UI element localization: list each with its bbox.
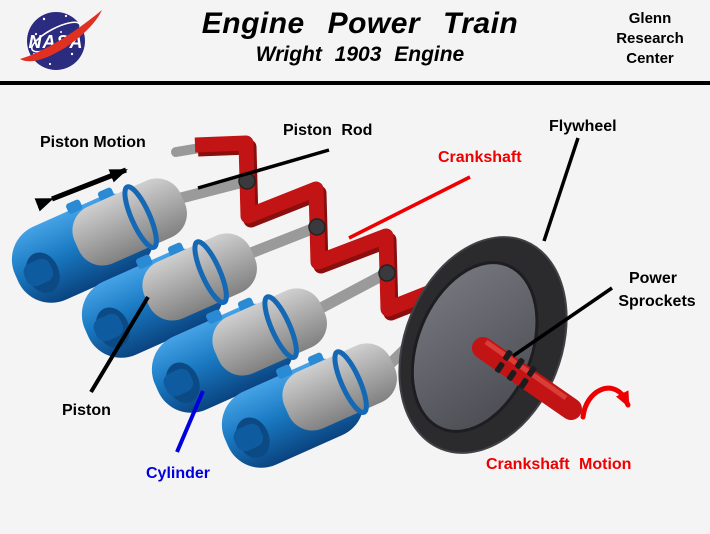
crankshaft-leader: [348, 175, 471, 240]
engine-diagram: Piston Motion Piston Rod Crankshaft Flyw…: [0, 118, 696, 482]
piston-rod-leader: [197, 148, 330, 190]
power-sprockets-shape: [494, 349, 537, 389]
header: NASA Engine Power Train Wright 1903 Engi…: [0, 0, 710, 85]
label-piston-rod: Piston Rod: [283, 122, 372, 139]
org-line-2: Research: [616, 30, 684, 47]
org-line-3: Center: [626, 50, 674, 67]
piston-rod-2: [245, 221, 323, 259]
label-power-sprockets-line2: Sprockets: [618, 293, 695, 310]
piston-motion-arrow: [34, 167, 128, 212]
org-name: Glenn Research Center: [604, 9, 696, 69]
crankshaft-motion-arrow: [580, 385, 631, 420]
nasa-logo: NASA: [20, 10, 102, 70]
power-sprockets-leader: [512, 286, 613, 358]
label-power-sprockets-line1: Power: [629, 270, 677, 287]
org-line-1: Glenn: [628, 10, 672, 27]
piston-leader: [89, 295, 150, 394]
flywheel-leader: [542, 137, 580, 242]
cylinder-leader: [175, 390, 205, 453]
output-shaft: [472, 337, 582, 420]
leader-lines: [89, 137, 613, 453]
piston-rod-1: [175, 175, 253, 204]
page-title: Engine Power Train: [201, 7, 519, 40]
label-cylinder: Cylinder: [146, 465, 210, 482]
label-piston-motion: Piston Motion: [40, 134, 146, 151]
nasa-meatball-icon: NASA: [20, 10, 102, 70]
label-piston: Piston: [62, 402, 111, 419]
label-crankshaft: Crankshaft: [438, 149, 522, 166]
label-crankshaft-motion: Crankshaft Motion: [486, 456, 631, 473]
label-flywheel: Flywheel: [549, 118, 617, 135]
title-block: Engine Power Train Wright 1903 Engine: [130, 8, 590, 68]
piston-rod-3: [315, 267, 393, 314]
page-subtitle: Wright 1903 Engine: [255, 43, 465, 66]
